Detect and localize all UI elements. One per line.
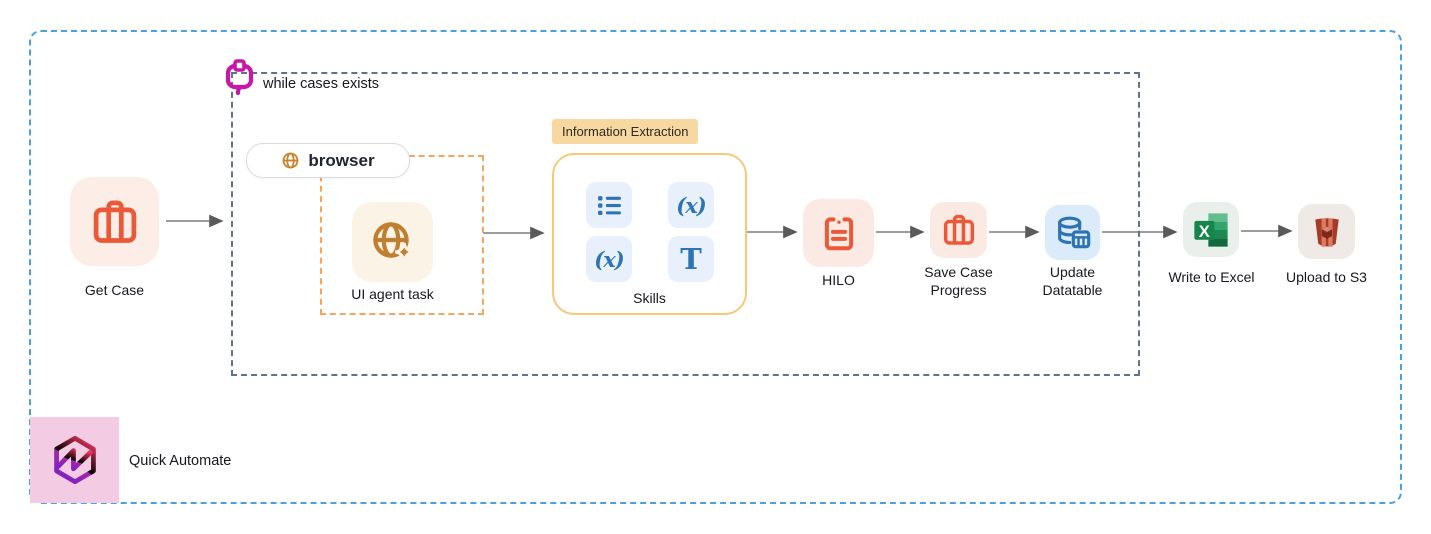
browser-tag-label: browser <box>308 150 375 170</box>
hexagon-logo-icon <box>53 435 96 485</box>
node-update-datatable[interactable] <box>1045 205 1100 260</box>
clipboard-icon <box>824 217 853 251</box>
browser-tag[interactable]: browser <box>246 143 410 178</box>
list-icon <box>597 195 621 215</box>
label-line: Update <box>1049 264 1096 280</box>
workflow-canvas-frame <box>29 30 1402 504</box>
node-save-case-progress-label: Save Case Progress <box>908 263 1009 299</box>
node-get-case-label: Get Case <box>84 282 145 298</box>
node-upload-to-s3-label: Upload to S3 <box>1286 269 1367 285</box>
skill-function-extraction-2[interactable]: (x) <box>586 236 632 282</box>
database-table-icon <box>1057 216 1090 248</box>
skill-function-extraction[interactable]: (x) <box>668 182 714 228</box>
globe-sparkle-icon <box>372 222 413 262</box>
node-ui-agent-task[interactable] <box>352 202 433 282</box>
quick-automate-logo <box>30 417 119 503</box>
globe-icon <box>282 152 299 169</box>
skills-group[interactable]: (x) (x) T Skills <box>552 153 747 315</box>
information-extraction-tag: Information Extraction <box>552 119 699 144</box>
skill-text-extraction[interactable]: T <box>668 236 714 282</box>
node-update-datatable-label: Update Datatable <box>1022 263 1123 299</box>
label-line: Progress <box>930 282 987 298</box>
node-ui-agent-task-label: UI agent task <box>351 286 434 302</box>
skills-group-label: Skills <box>633 290 666 306</box>
function-icon: (x) <box>594 246 624 272</box>
label-line: Datatable <box>1042 282 1103 298</box>
while-loop-label: while cases exists <box>263 76 380 92</box>
node-get-case[interactable] <box>70 177 159 266</box>
s3-bucket-icon <box>1314 217 1339 247</box>
node-hilo-label: HILO <box>822 272 855 288</box>
while-loop-container[interactable] <box>231 72 1140 376</box>
loop-icon <box>225 59 254 96</box>
quick-automate-label: Quick Automate <box>129 453 232 469</box>
node-hilo[interactable] <box>803 199 874 267</box>
skill-list-extraction[interactable] <box>586 182 632 228</box>
briefcase-icon <box>93 200 136 243</box>
text-icon: T <box>680 241 702 276</box>
briefcase-icon <box>943 214 974 245</box>
excel-icon: X <box>1194 212 1228 247</box>
node-upload-to-s3[interactable] <box>1298 204 1355 259</box>
node-write-to-excel-label: Write to Excel <box>1168 269 1255 285</box>
svg-text:X: X <box>1199 221 1210 240</box>
label-line: Save Case <box>924 264 993 280</box>
node-save-case-progress[interactable] <box>930 202 987 258</box>
function-icon: (x) <box>676 192 706 218</box>
node-write-to-excel[interactable]: X <box>1183 202 1239 257</box>
